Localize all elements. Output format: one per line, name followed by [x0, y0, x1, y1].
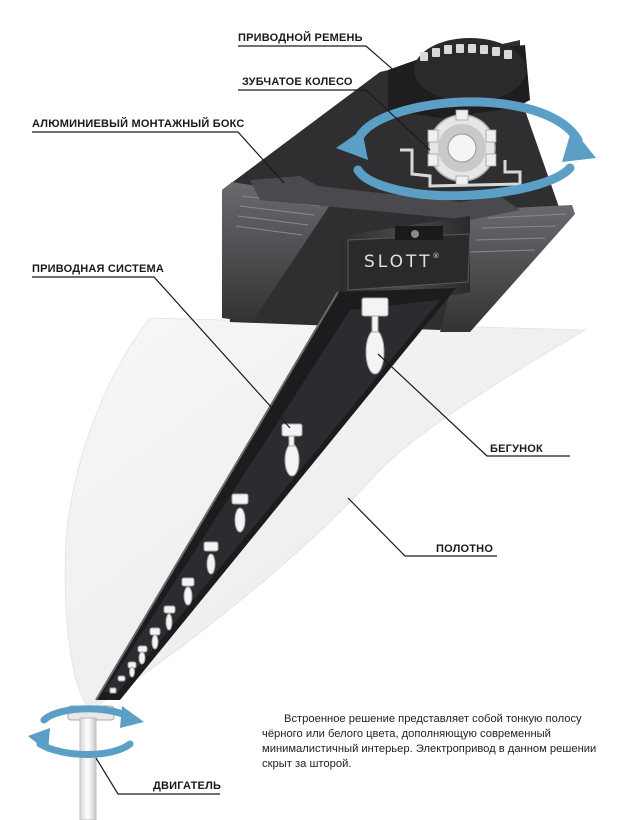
label-motor: ДВИГАТЕЛЬ — [153, 780, 222, 792]
gear-wheel — [427, 109, 497, 187]
runner-7 — [149, 627, 161, 650]
leader-fabric — [347, 497, 497, 557]
runner-11 — [109, 687, 117, 694]
runner-5 — [181, 577, 195, 606]
motor-arrow-head-right — [120, 706, 144, 728]
leader-runner — [377, 353, 570, 457]
aluminium-profile — [400, 148, 522, 188]
rail-track-edge — [95, 291, 339, 701]
motor-arrow-head-left — [28, 728, 50, 752]
leader-drive-belt — [238, 45, 399, 75]
label-drive-system: ПРИВОДНАЯ СИСТЕМА — [32, 263, 165, 275]
runner-1 — [361, 297, 389, 375]
label-fabric: ПОЛОТНО — [436, 543, 494, 555]
runner-8 — [137, 645, 148, 665]
label-mount-box: АЛЮМИНИЕВЫЙ МОНТАЖНЫЙ БОКС — [32, 118, 245, 130]
runner-3 — [231, 493, 249, 533]
slott-logo-text: SLOTT — [364, 252, 433, 272]
runner-9 — [127, 661, 137, 678]
leader-lines — [32, 45, 570, 795]
plate-screw — [411, 230, 419, 238]
slott-logo: SLOTT® — [364, 252, 440, 272]
plate-clip — [395, 226, 443, 240]
runners — [109, 297, 389, 694]
runner-4 — [203, 541, 219, 575]
gear-rotation-arrow — [353, 97, 583, 201]
runner-10 — [117, 675, 126, 682]
leader-mount-box — [32, 131, 285, 184]
right-flange-ribs — [469, 213, 567, 253]
motor-pole — [79, 717, 97, 820]
belt-teeth — [420, 44, 512, 61]
runner-6 — [163, 605, 176, 631]
leader-motor — [95, 757, 220, 795]
mount-box-top — [250, 176, 520, 220]
mount-box-right-flange — [440, 205, 575, 332]
leader-gear-wheel — [238, 89, 431, 151]
label-gear-wheel: ЗУБЧАТОЕ КОЛЕСО — [242, 76, 353, 88]
label-runner: БЕГУНОК — [490, 443, 543, 455]
label-drive-belt: ПРИВОДНОЙ РЕМЕНЬ — [238, 32, 363, 44]
gear-arrow-head-left — [336, 130, 368, 160]
runner-2 — [281, 423, 303, 477]
leader-drive-system — [32, 276, 291, 429]
slott-reg-mark: ® — [432, 252, 440, 260]
gear-arrow-head-right — [562, 128, 596, 162]
description-text: Встроенное решение представляет собой то… — [262, 713, 597, 770]
